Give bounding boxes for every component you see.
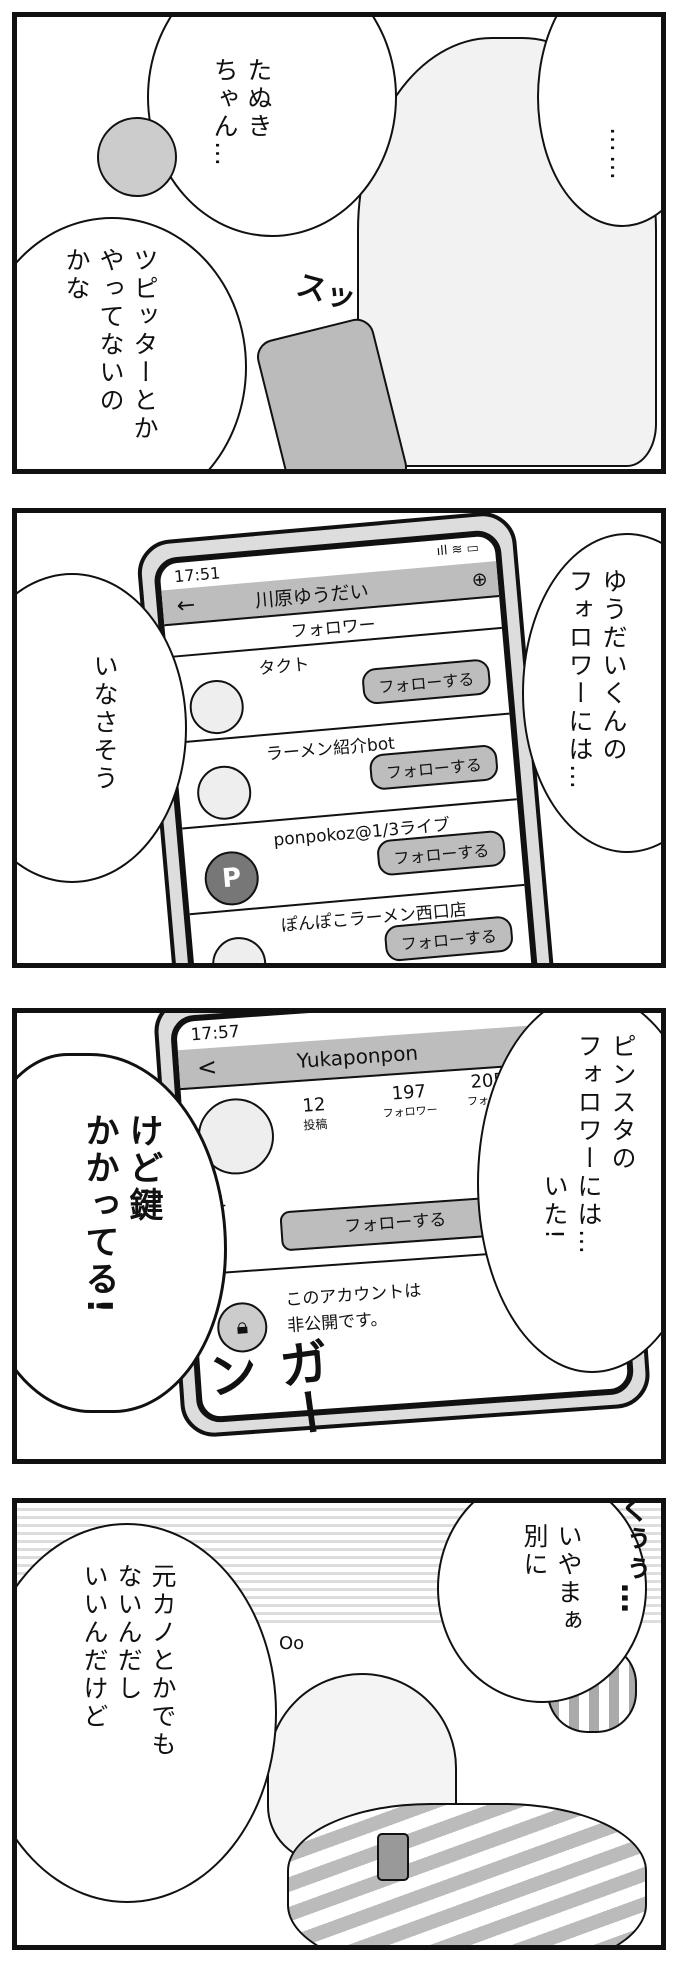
sfx-gaan: ガーン — [196, 1334, 340, 1442]
speech-tanuki: たぬき ちゃん… — [210, 57, 273, 169]
avatar: P — [202, 849, 261, 908]
stat-followers: 197 フォロワー — [382, 1081, 439, 1121]
panel-1: たぬき ちゃん… …… ツピッターとか やってないの かな スッ — [12, 12, 666, 474]
speech-twitter: ツピッターとか やってないの かな — [62, 247, 159, 443]
speech-ex: 元カノとかでも ないんだし いいんだけど — [80, 1563, 177, 1759]
speech-bubble-pinsta — [477, 1013, 661, 1373]
stat-posts: 12 投稿 — [301, 1094, 328, 1133]
phone: 17:51 ıll ≋ ▭ ← 川原ゆうだい ⊕ フォロワー タクト フォローす… — [135, 513, 559, 963]
follow-button[interactable]: フォローする — [360, 658, 492, 706]
status-time: 17:51 — [173, 563, 221, 587]
speech-locked: けど鍵 かかってる! — [79, 1113, 163, 1317]
speech-bubble-ex — [17, 1523, 277, 1903]
panel-2: 17:51 ıll ≋ ▭ ← 川原ゆうだい ⊕ フォロワー タクト フォローす… — [12, 508, 666, 968]
follow-button[interactable]: フォローする — [279, 1195, 512, 1252]
phone-screen: 17:51 ıll ≋ ▭ ← 川原ゆうだい ⊕ フォロワー タクト フォローす… — [152, 528, 543, 963]
private-notice: このアカウントは 非公開です。 — [284, 1280, 422, 1337]
speech-well: いやまぁ 別に — [520, 1523, 583, 1635]
speech-followers: ゆうだいくんの フォロワーには… — [565, 568, 628, 792]
sfx-su: スッ — [292, 267, 360, 318]
status-icons: ıll ≋ ▭ — [436, 540, 480, 560]
add-user-icon[interactable]: ⊕ — [470, 568, 489, 592]
sfx-kuu: くぅぅ… — [614, 1498, 649, 1613]
panel-4: いやまぁ 別に 元カノとかでも ないんだし いいんだけど くぅぅ… Oo — [12, 1498, 666, 1950]
speech-pinsta: ピンスタの フォロワーには… いた! — [540, 1033, 637, 1257]
avatar — [187, 677, 246, 737]
tanuki-chan-icon — [97, 117, 177, 197]
sfx-small: Oo — [279, 1633, 305, 1654]
back-button[interactable]: ← — [175, 592, 197, 619]
username: Yukaponpon — [296, 1040, 419, 1073]
speech-bubble-tanuki — [147, 17, 397, 237]
cushion — [287, 1803, 647, 1945]
panel-3: 17:57 < Yukaponpon 12 投稿 197 フォロワー 205 フ… — [12, 1008, 666, 1464]
profile-name: 川原ゆうだい — [254, 579, 370, 612]
speech-bubble-well — [437, 1503, 647, 1703]
avatar — [194, 763, 254, 822]
back-button[interactable]: < — [196, 1052, 219, 1082]
status-time: 17:57 — [190, 1021, 241, 1046]
speech-ellipsis: …… — [605, 127, 634, 183]
phone-on-floor — [377, 1833, 409, 1881]
follower-name: タクト — [257, 654, 311, 680]
speech-none: いなさそう — [90, 653, 119, 793]
avatar — [209, 934, 269, 963]
